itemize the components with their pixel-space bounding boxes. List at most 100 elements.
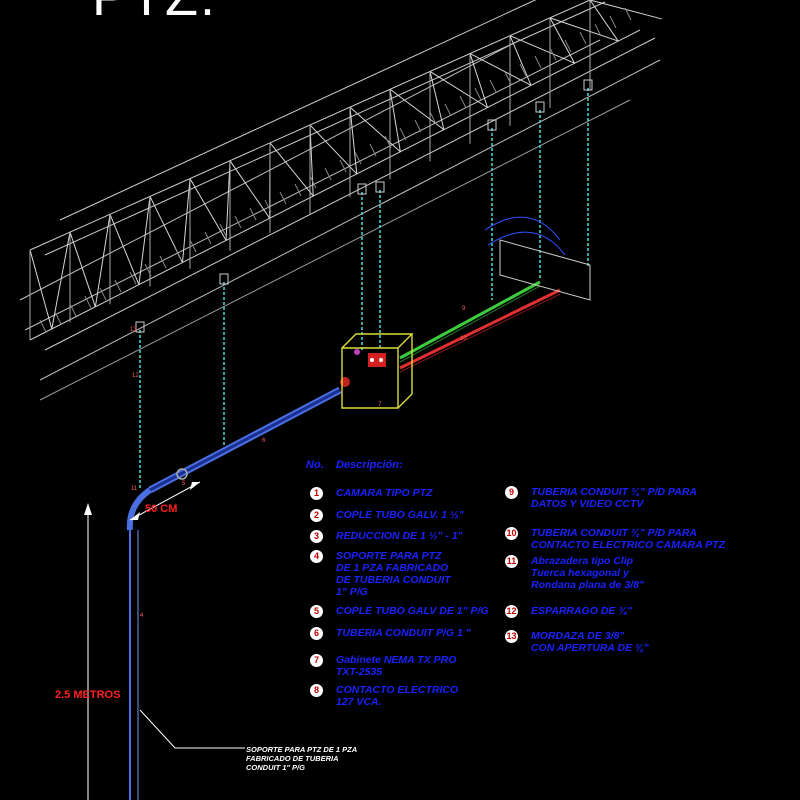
rod-clamp — [487, 119, 497, 131]
deck-hatch — [369, 143, 377, 157]
dimension-arrow — [130, 512, 140, 520]
legend-item-line: CONTACTO ELECTRICO CAMARA PTZ — [531, 539, 726, 551]
deck-hatch — [489, 79, 497, 93]
deck-hatch — [84, 295, 92, 309]
rod-clamp — [535, 101, 545, 113]
support-note-line: SOPORTE PARA PTZ DE 1 PZA — [246, 745, 358, 754]
deck-hatch — [414, 119, 422, 133]
deck-hatch — [144, 263, 152, 277]
deck-hatch — [264, 199, 272, 213]
truss-web — [469, 53, 488, 108]
threaded-rods — [135, 79, 593, 490]
deck-hatch — [54, 311, 62, 325]
deck-hatch — [249, 207, 257, 221]
deck-hatch — [99, 287, 107, 301]
deck-hatch — [474, 87, 482, 101]
deck-hatch — [624, 7, 632, 21]
legend-number: 10 — [505, 527, 518, 540]
deck-hatch — [279, 191, 287, 205]
callout-tag: 11 — [131, 486, 138, 492]
truss-web — [309, 124, 358, 175]
truss-web — [229, 160, 271, 219]
truss-web — [51, 232, 71, 330]
legend-item-line: DATOS Y VIDEO CCTV — [531, 498, 644, 510]
cabinet-top — [341, 333, 414, 349]
rod-clamp — [583, 79, 593, 91]
truss-web — [138, 196, 151, 285]
legend-item-line: Rondana plana de 3/8" — [531, 579, 644, 591]
conduit-power — [399, 293, 561, 373]
legend-number: 4 — [310, 550, 323, 563]
truss-chord — [59, 0, 537, 221]
legend-item-line: COPLE TUBO GALV DE 1" P/G — [336, 605, 489, 617]
electrical-outlet — [368, 353, 386, 367]
rod-clamp — [135, 321, 145, 333]
legend-item-line: CAMARA TIPO PTZ — [336, 487, 433, 499]
legend-item-line: ESPARRAGO DE ⅜" — [531, 605, 633, 617]
conduit-data — [399, 280, 541, 360]
deck-hatch — [429, 111, 437, 125]
legend-number: 2 — [310, 509, 323, 522]
roof-truss — [19, 0, 662, 401]
cable-tray — [499, 239, 591, 301]
truss-web — [29, 249, 53, 330]
deck-hatch — [609, 15, 617, 29]
deck-hatch — [129, 271, 137, 285]
legend-item-line: SOPORTE PARA PTZ — [336, 550, 442, 562]
callout-tag: 10 — [460, 336, 467, 342]
cabinet-fitting — [354, 349, 360, 355]
truss-web — [109, 214, 140, 285]
legend-item: ESPARRAGO DE ⅜" — [531, 605, 632, 617]
callout-tag: 5 — [182, 481, 186, 487]
deck-hatch — [189, 239, 197, 253]
legend-item: COPLE TUBO GALV DE 1" P/G — [336, 605, 489, 617]
dimension-arrow — [84, 503, 92, 515]
note-leader — [139, 709, 245, 749]
rod-clamp — [375, 181, 385, 193]
coupling-5 — [176, 468, 188, 480]
conduit-data — [399, 285, 541, 363]
support-note: SOPORTE PARA PTZ DE 1 PZA FABRICADO DE T… — [246, 745, 357, 772]
outlet-socket — [370, 358, 374, 362]
truss-web — [349, 107, 358, 174]
legend-number: 9 — [505, 486, 518, 499]
truss-web — [69, 231, 96, 307]
dimension-50cm-label: 50 CM — [145, 503, 178, 515]
galvanized-pipe-core — [149, 388, 341, 492]
legend-col-no: No. — [306, 459, 324, 471]
truss-chord — [29, 29, 641, 341]
deck-hatch — [519, 63, 527, 77]
legend-item-line: DE 1 PZA FABRICADO — [336, 562, 449, 574]
legend-item-line: MORDAZA DE 3/8" — [531, 630, 625, 642]
deck-hatch — [294, 183, 302, 197]
tray-outline — [487, 231, 566, 256]
legend-item: MORDAZA DE 3/8"CON APERTURA DE ¾" — [531, 630, 649, 654]
dimension-height-label: 2.5 METROS — [55, 689, 121, 701]
truss-web — [269, 142, 314, 197]
deck-hatch — [534, 55, 542, 69]
dimension-lines — [84, 481, 245, 800]
truss-web — [589, 0, 619, 42]
deck-hatch — [399, 127, 407, 141]
truss-web — [309, 124, 314, 197]
legend-number: 5 — [310, 605, 323, 618]
legend-item-line: REDUCCION DE 1 ½" - 1" — [336, 530, 463, 542]
callout-tag: 12 — [132, 373, 139, 379]
deck-hatch — [594, 23, 602, 37]
legend-item-line: 1" P/G — [336, 586, 368, 598]
nema-cabinet — [341, 333, 414, 409]
deck-hatch — [39, 319, 47, 333]
dimension-arrow — [190, 482, 200, 490]
deck-hatch — [219, 223, 227, 237]
rod-clamp — [219, 273, 229, 285]
legend-item-line: Tuerca hexagonal y — [531, 567, 629, 579]
truss-web — [389, 89, 401, 152]
truss-web — [469, 53, 532, 86]
callout-tag: 9 — [462, 306, 466, 312]
legend-item-line: COPLE TUBO GALV. 1 ½" — [336, 509, 464, 521]
legend-number: 6 — [310, 627, 323, 640]
